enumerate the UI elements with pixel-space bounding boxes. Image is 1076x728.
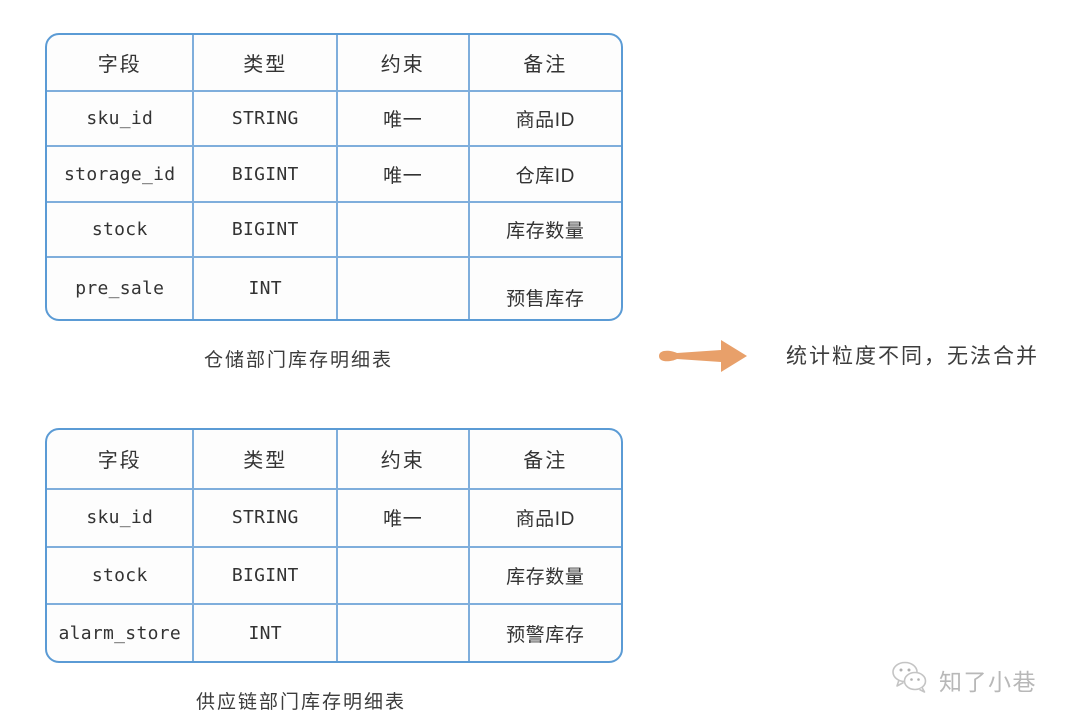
- right-arrow-icon: [655, 336, 751, 376]
- cell-note: 库存数量: [506, 220, 585, 242]
- cell-note: 库存数量: [506, 566, 585, 588]
- table-row: stock BIGINT 库存数量: [47, 547, 621, 606]
- cell-constraint: [338, 202, 470, 256]
- cell-field: sku_id: [47, 489, 195, 546]
- cell-constraint: [338, 257, 470, 319]
- watermark: 知了小巷: [890, 660, 1037, 699]
- annotation-text: 统计粒度不同，无法合并: [786, 345, 1039, 368]
- cell-constraint: [338, 605, 470, 661]
- cell-constraint: 唯一: [338, 489, 470, 546]
- cell-type: INT: [194, 605, 338, 661]
- cell-field: alarm_store: [47, 605, 195, 661]
- column-header-note: 备注: [523, 450, 568, 473]
- cell-constraint: 唯一: [338, 92, 470, 146]
- cell-type: BIGINT: [194, 547, 338, 604]
- table-row: sku_id STRING 唯一 商品ID: [47, 489, 621, 548]
- column-header-note: 备注: [523, 54, 568, 77]
- cell-type: STRING: [194, 489, 338, 546]
- watermark-text: 知了小巷: [939, 668, 1037, 695]
- table-row: sku_id STRING 唯一 商品ID: [47, 92, 621, 148]
- cell-type: BIGINT: [194, 202, 338, 256]
- cell-type: STRING: [194, 92, 338, 146]
- cell-constraint: [338, 547, 470, 604]
- supply-chain-inventory-table: 字段 类型 约束 备注 sku_id STRING 唯一 商品ID stock …: [45, 428, 623, 663]
- table-header-row: 字段 类型 约束 备注: [47, 35, 621, 93]
- cell-field: stock: [47, 547, 195, 604]
- supply-chain-table-caption: 供应链部门库存明细表: [196, 692, 407, 713]
- cell-field: stock: [47, 202, 195, 256]
- column-header-type: 类型: [194, 430, 338, 488]
- cell-note: 预售库存: [506, 289, 585, 311]
- cell-field: sku_id: [47, 92, 195, 146]
- table-row: storage_id BIGINT 唯一 仓库ID: [47, 147, 621, 203]
- wechat-logo-icon: [890, 660, 930, 699]
- cell-note: 商品ID: [515, 110, 575, 132]
- table-row: stock BIGINT 库存数量: [47, 202, 621, 258]
- warehouse-table-caption: 仓储部门库存明细表: [204, 350, 394, 371]
- cell-type: BIGINT: [194, 147, 338, 201]
- column-header-constraint: 约束: [338, 430, 470, 488]
- column-header-field: 字段: [47, 430, 195, 488]
- cell-type: INT: [194, 257, 338, 319]
- column-header-field: 字段: [47, 35, 195, 91]
- table-row: pre_sale INT 预售库存: [47, 257, 621, 319]
- cell-note: 仓库ID: [515, 165, 575, 187]
- warehouse-inventory-table: 字段 类型 约束 备注 sku_id STRING 唯一 商品ID storag…: [45, 33, 623, 321]
- column-header-constraint: 约束: [338, 35, 470, 91]
- cell-field: pre_sale: [47, 257, 195, 319]
- cell-constraint: 唯一: [338, 147, 470, 201]
- cell-note: 商品ID: [515, 509, 575, 531]
- cell-note: 预警库存: [506, 624, 585, 646]
- column-header-type: 类型: [194, 35, 338, 91]
- table-row: alarm_store INT 预警库存: [47, 605, 621, 661]
- table-header-row: 字段 类型 约束 备注: [47, 430, 621, 490]
- cell-field: storage_id: [47, 147, 195, 201]
